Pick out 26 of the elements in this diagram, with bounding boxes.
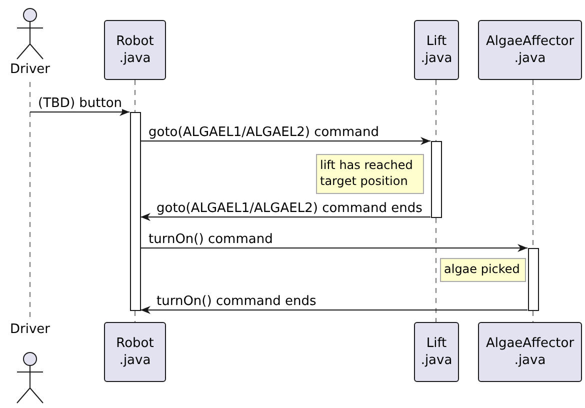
participant-box: AlgaeAffector .java [478, 20, 582, 80]
activation-bar [430, 141, 442, 218]
participant-box: AlgaeAffector .java [478, 322, 582, 382]
message-arrow [140, 213, 431, 221]
lifeline [134, 80, 136, 112]
actor-label: Driver [10, 322, 50, 337]
activation-bar [528, 248, 538, 311]
message-label: goto(ALGAEL1/ALGAEL2) command ends [156, 201, 422, 216]
message-arrow [30, 108, 130, 116]
message-label: (TBD) button [38, 96, 122, 111]
participant-box: Robot .java [104, 20, 166, 80]
actor-label: Driver [10, 62, 50, 77]
message-label: turnOn() command [148, 232, 273, 247]
participant-box: Lift .java [414, 20, 459, 80]
message-arrow [140, 306, 528, 314]
lifeline [532, 310, 534, 322]
participant-box: Lift .java [414, 322, 459, 382]
message-arrow [140, 137, 431, 145]
lifeline [134, 310, 136, 322]
note-box: lift has reached target position [316, 154, 424, 194]
participant-box: Robot .java [104, 322, 166, 382]
message-label: goto(ALGAEL1/ALGAEL2) command [148, 125, 379, 140]
activation-bar [130, 112, 140, 311]
message-label: turnOn() command ends [156, 294, 316, 309]
note-box: algae picked [440, 258, 526, 282]
message-arrow [140, 244, 528, 252]
